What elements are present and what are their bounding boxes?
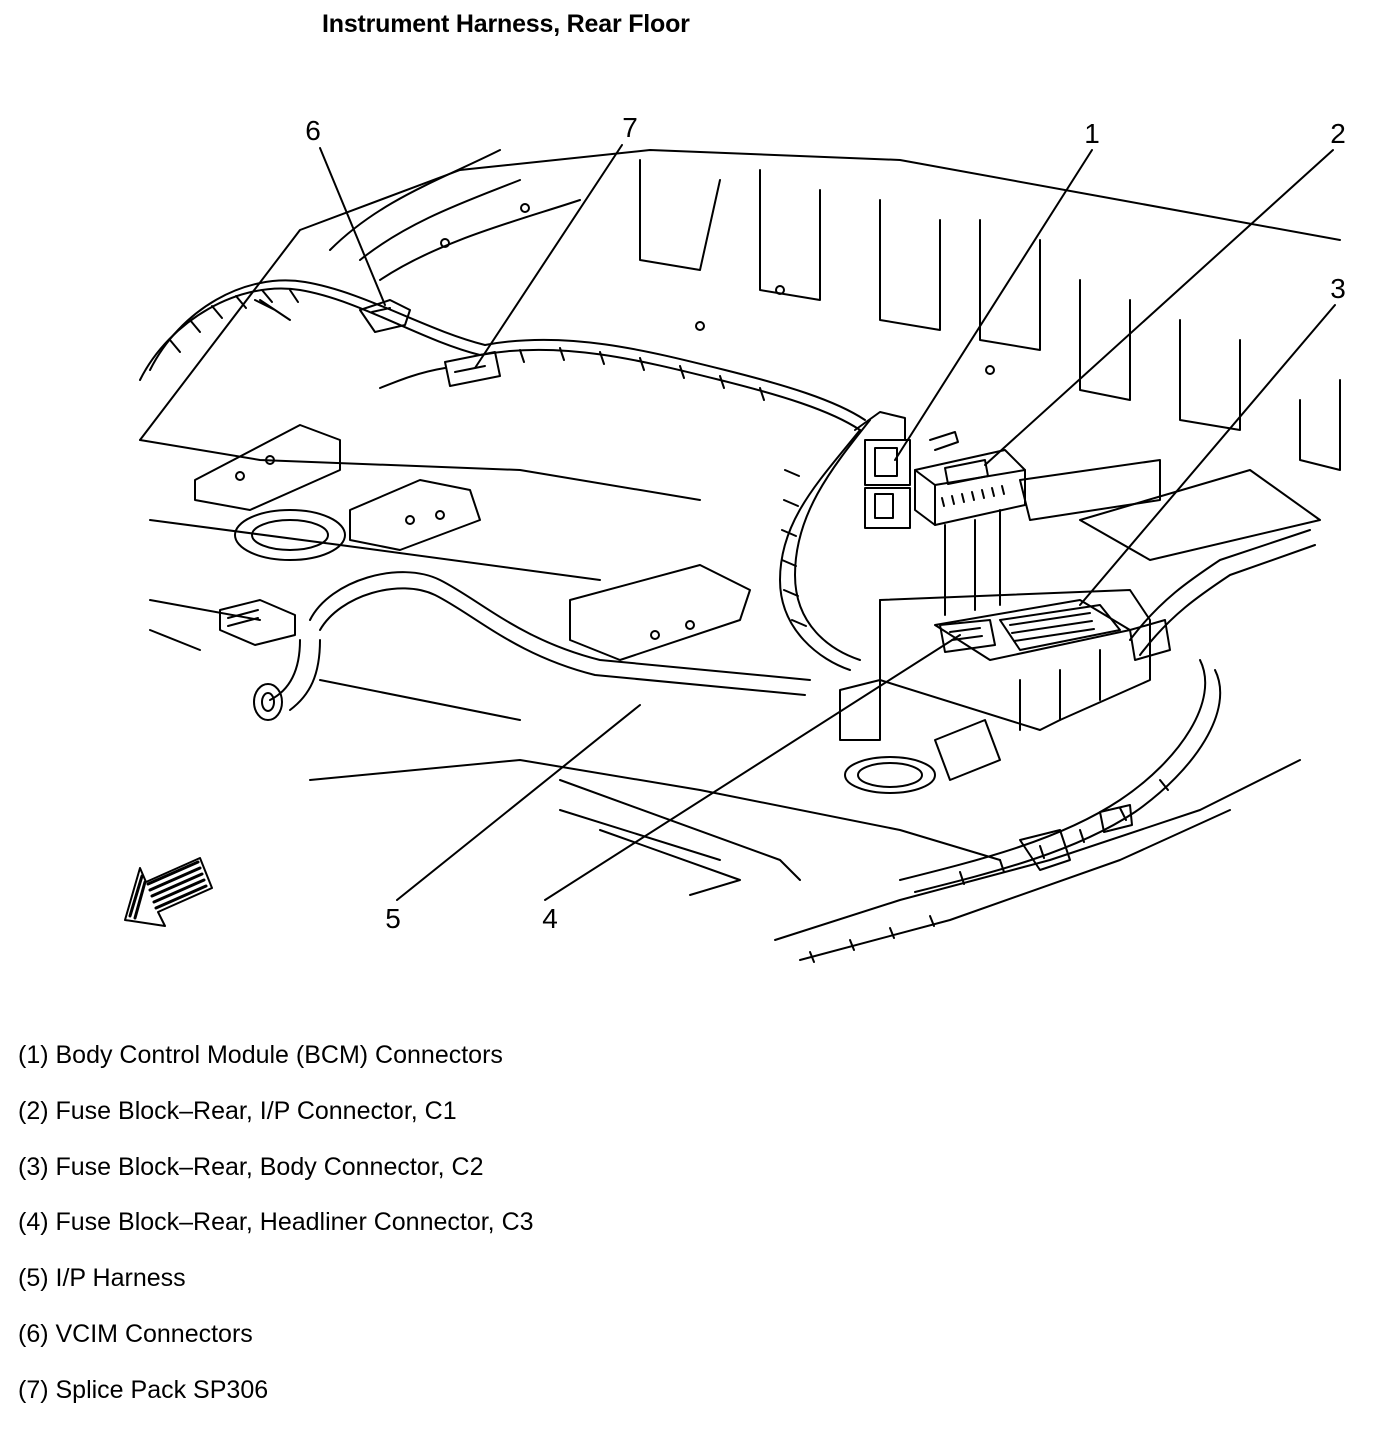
- legend-item-3: (3) Fuse Block–Rear, Body Connector, C2: [18, 1152, 484, 1181]
- vcim-connectors: [254, 299, 411, 333]
- ip-harness-routes: [139, 279, 1316, 893]
- legend-item-1: (1) Body Control Module (BCM) Connectors: [18, 1041, 503, 1069]
- front-direction-arrow-icon: [124, 857, 213, 927]
- legend-item-2: (2) Fuse Block–Rear, I/P Connector, C1: [18, 1096, 457, 1125]
- floor-brackets: [194, 424, 751, 661]
- legend-item-7: (7) Splice Pack SP306: [18, 1375, 269, 1404]
- callout-1: 1: [1084, 118, 1100, 149]
- floor-holes: [234, 203, 995, 794]
- callout-4: 4: [542, 903, 558, 934]
- floor-ribs: [329, 149, 1341, 561]
- rear-fuse-block: [839, 449, 1151, 781]
- legend-item-4: (4) Fuse Block–Rear, Headliner Connector…: [18, 1208, 534, 1237]
- legend-item-5: (5) I/P Harness: [18, 1264, 186, 1293]
- left-connector: [219, 599, 296, 721]
- page-title: Instrument Harness, Rear Floor: [322, 10, 690, 38]
- splice-pack: [379, 351, 501, 389]
- legend-list: (1) Body Control Module (BCM) Connectors…: [18, 1040, 534, 1431]
- bcm-connectors: [854, 411, 959, 529]
- callout-5: 5: [385, 903, 401, 934]
- callout-6: 6: [305, 115, 321, 146]
- right-connectors: [1019, 619, 1171, 871]
- harness-wrap-ticks: [169, 289, 1169, 963]
- callout-2: 2: [1330, 118, 1346, 149]
- legend-item-6: (6) VCIM Connectors: [18, 1319, 253, 1348]
- callout-7: 7: [622, 112, 638, 143]
- callout-leaders: [319, 144, 1336, 901]
- callout-3: 3: [1330, 273, 1346, 304]
- harness-diagram: 1 2 3 4 5 6 7: [124, 112, 1346, 963]
